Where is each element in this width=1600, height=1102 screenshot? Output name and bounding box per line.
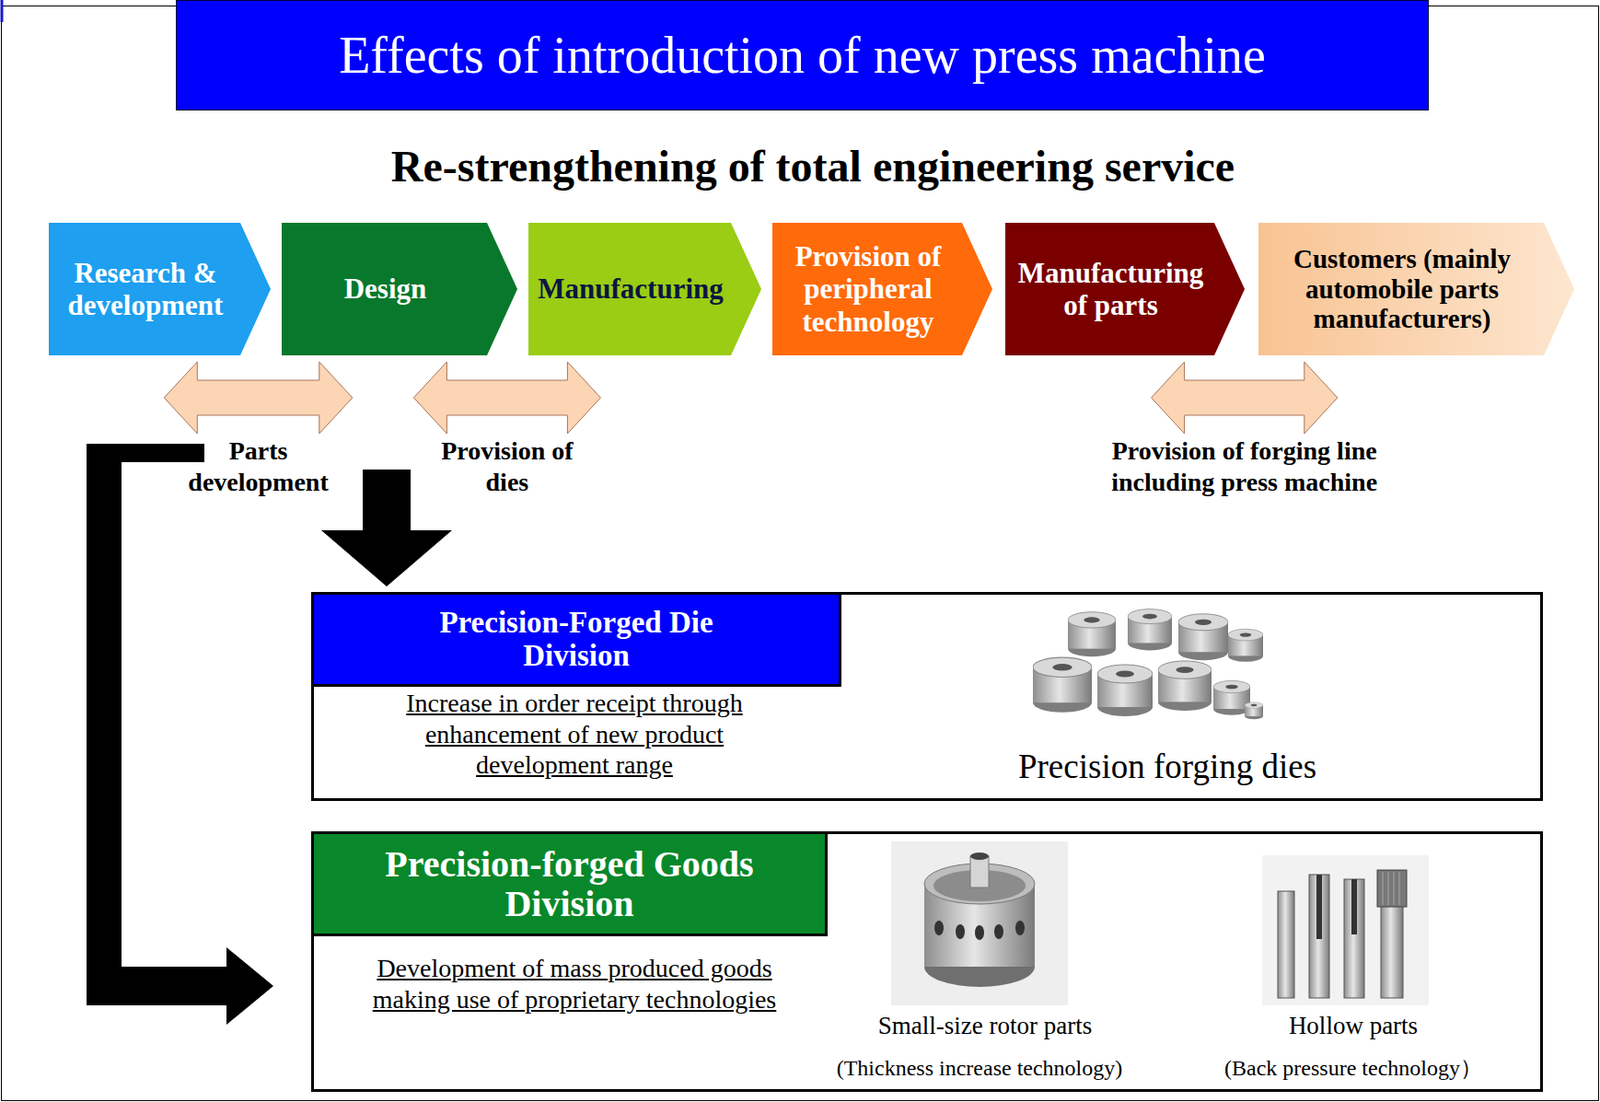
process-chevron: Research & development [48, 222, 271, 356]
page-frame [0, 0, 4, 23]
process-chevron: Design [281, 222, 518, 356]
chevron-text-area: Research & development [51, 222, 240, 356]
rotor-part-illustration [970, 852, 989, 860]
rotor-part-illustration [934, 920, 944, 936]
hollow-parts-illustration [1262, 855, 1429, 1006]
dies-illustration [1032, 657, 1092, 713]
chevron-shape [281, 222, 518, 356]
rotor-part-illustration [891, 841, 1068, 1006]
chevron-shape [1005, 222, 1245, 356]
double-arrow-connector [1151, 361, 1338, 434]
chevron-text: Customers (mainly automobile parts manuf… [1261, 243, 1543, 335]
double-arrow-connector [413, 361, 601, 434]
connector-label: Provision of forging line including pres… [1069, 435, 1420, 498]
hollow-parts-illustration [1277, 891, 1295, 998]
panel-description: Development of mass produced goods makin… [362, 952, 787, 1015]
division-header: Precision-Forged Die Division [311, 591, 842, 687]
chevron-text: Design [284, 272, 487, 305]
chevron-text-area: Manufacturing of parts [1008, 222, 1214, 356]
hollow-parts-illustration [1309, 874, 1330, 998]
rotor-part-illustration [994, 924, 1004, 940]
image-caption: Small-size rotor parts [819, 1010, 1151, 1041]
rotor-part-illustration [974, 925, 985, 940]
subtitle-label: Re-strengthening of total engineering se… [260, 139, 1366, 194]
process-chevron: Provision of peripheral technology [772, 222, 993, 356]
rotor-part-illustration [955, 924, 965, 940]
hollow-parts-illustration [1393, 871, 1395, 905]
chevron-text-area: Manufacturing [531, 222, 731, 356]
title-text: Effects of introduction of new press mac… [338, 25, 1266, 85]
hollow-parts-illustration [1382, 871, 1384, 905]
dies-illustration [1158, 660, 1212, 711]
rotor-part-illustration [891, 841, 1068, 1006]
chevron-shape [528, 222, 762, 356]
down-arrow [321, 469, 453, 587]
connector-label: Provision of dies [419, 435, 595, 498]
double-arrow-connector [163, 361, 352, 434]
chevron-shape [1258, 222, 1575, 356]
dies-illustration [1097, 664, 1153, 717]
dies-illustration [1032, 609, 1264, 720]
process-chevron: Customers (mainly automobile parts manuf… [1258, 222, 1575, 356]
chevron-text: Research & development [51, 256, 240, 322]
hollow-parts-illustration [1388, 871, 1390, 905]
connector-label: Parts development [171, 435, 347, 498]
division-header: Precision-forged Goods Division [311, 831, 828, 937]
dies-illustration [1228, 628, 1264, 661]
dies-illustration [1127, 609, 1172, 651]
hollow-parts-illustration [1316, 874, 1322, 940]
division-panel: Development of mass produced goods makin… [311, 831, 1543, 1092]
dies-illustration [1178, 614, 1229, 661]
title-bar: Effects of introduction of new press mac… [175, 0, 1429, 111]
hollow-parts-illustration [1377, 869, 1407, 907]
hollow-parts-illustration [1344, 879, 1365, 998]
image-caption: Hollow parts [1215, 1010, 1492, 1041]
chevron-text-area: Design [284, 222, 487, 356]
chevron-text: Provision of peripheral technology [775, 240, 962, 337]
division-title: Precision-forged Goods Division [353, 844, 787, 924]
hollow-parts-illustration [1380, 902, 1403, 998]
rotor-part-illustration [1015, 920, 1025, 936]
hollow-parts-illustration [1351, 879, 1357, 935]
image-caption: (Back pressure technology） [1205, 1055, 1501, 1082]
image-caption: Precision forging dies [955, 746, 1380, 788]
division-title: Precision-Forged Die Division [382, 606, 770, 673]
image-caption: (Thickness increase technology) [804, 1055, 1155, 1082]
rotor-part-illustration [970, 856, 989, 888]
chevron-text-area: Provision of peripheral technology [775, 222, 962, 356]
process-chevron: Manufacturing of parts [1005, 222, 1245, 356]
chevron-text-area: Customers (mainly automobile parts manuf… [1261, 222, 1543, 356]
l-shaped-arrow [86, 443, 274, 1025]
panel-description: Increase in order receipt through enhanc… [362, 687, 787, 781]
process-chevron: Manufacturing [528, 222, 762, 356]
hollow-parts-illustration [1262, 855, 1429, 1006]
dies-illustration [1244, 702, 1264, 720]
hollow-parts-illustration [1399, 871, 1401, 905]
division-panel: Increase in order receipt through enhanc… [311, 591, 1543, 801]
chevron-shape [48, 222, 271, 356]
chevron-text: Manufacturing of parts [1008, 256, 1214, 322]
chevron-text: Manufacturing [531, 272, 731, 305]
dies-illustration [1067, 612, 1116, 658]
page-frame [1, 6, 1600, 1102]
chevron-shape [772, 222, 993, 356]
